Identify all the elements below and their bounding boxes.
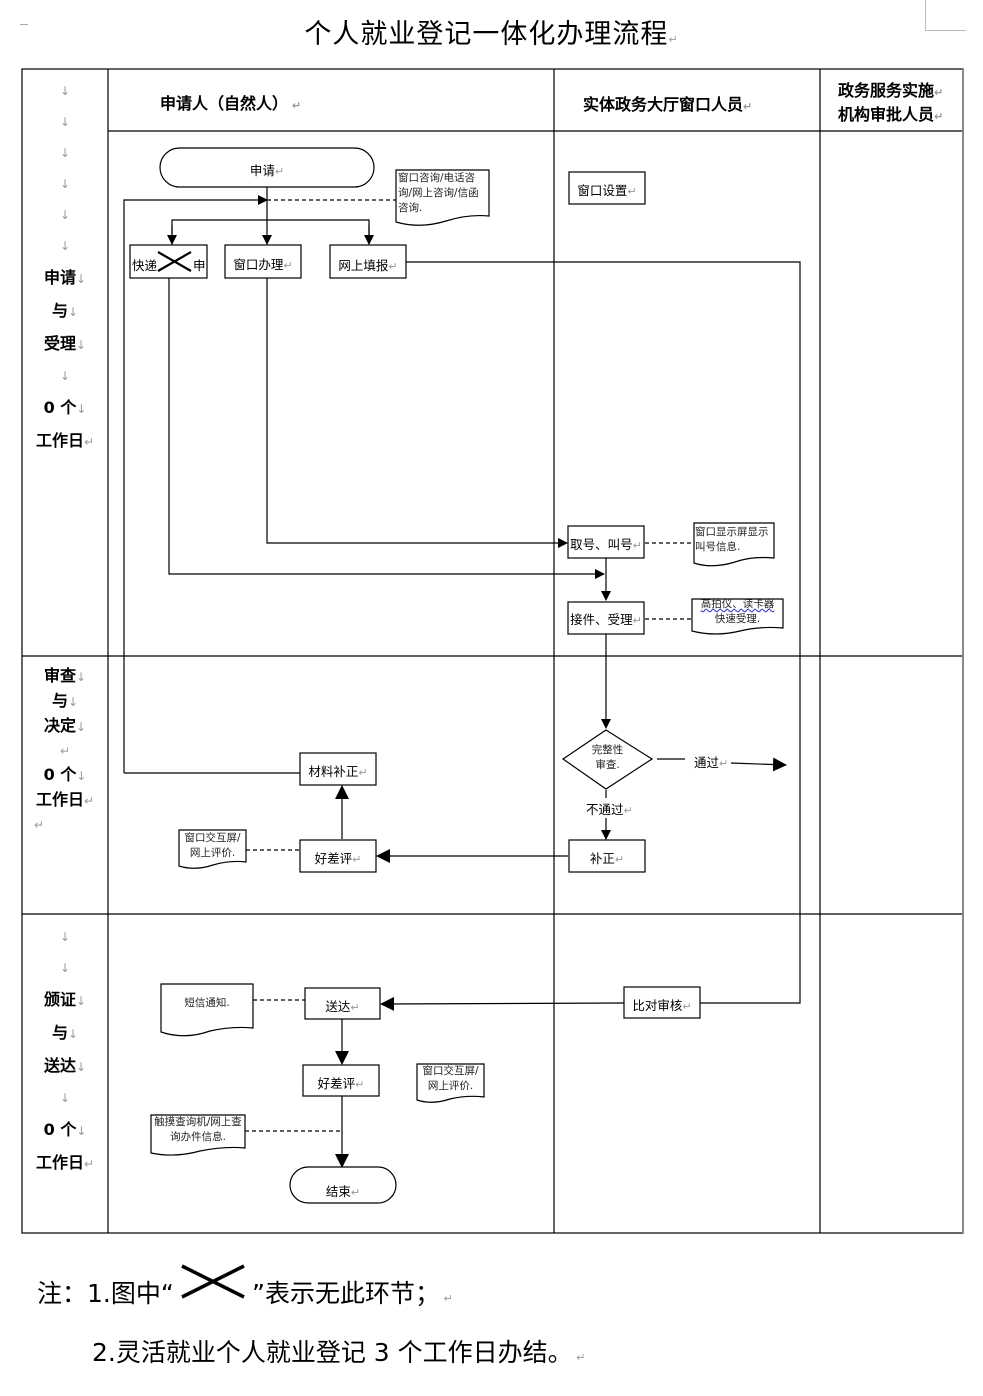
consult-doc-shape (395, 169, 490, 226)
display-doc-shape (693, 522, 775, 567)
sms-doc-label: 短信通知. (184, 997, 230, 1009)
column-header-applicant: 申请人（自然人） ↵ (160, 94, 302, 113)
window-setup-box (568, 171, 646, 205)
scanner-doc-shape (691, 598, 784, 635)
connector-compare-to-deliver (380, 996, 625, 1011)
window-handle-box (224, 244, 302, 279)
rating1-box (299, 839, 377, 873)
window-setup-label: 窗口设置↵ (577, 183, 637, 198)
margin-mark (20, 24, 28, 25)
query-doc-label: 触摸查询机/网上查询办件信息. (154, 1116, 242, 1143)
apply-label: 申请↵ (249, 163, 285, 178)
pass-label: 通过↵ (694, 755, 729, 770)
express-box (129, 244, 208, 279)
connector-pass-b (730, 757, 787, 772)
table-border (21, 68, 964, 1234)
receive-box (567, 601, 645, 635)
swimlane-grid (21, 68, 964, 1234)
rating-doc2-shape (416, 1063, 485, 1103)
express-label-right: 申 (193, 258, 206, 273)
rating2-label: 好差评↵ (317, 1076, 365, 1091)
compare-review-box (623, 986, 701, 1019)
take-number-label: 取号、叫号↵ (570, 537, 642, 552)
end-terminal (289, 1166, 397, 1204)
apply-terminal (159, 147, 375, 188)
note-1-suffix: ”表示无此环节； ↵ (252, 1279, 453, 1308)
connector-correction-loop (123, 195, 268, 773)
query-doc-shape (150, 1114, 246, 1156)
note-1-prefix: 注：1.图中“ (37, 1279, 174, 1308)
title-text: 个人就业登记一体化办理流程 (304, 19, 669, 50)
note-2: 2.灵活就业个人就业登记 3 个工作日办结。 ↵ (92, 1338, 586, 1367)
online-fill-label: 网上填报↵ (338, 258, 398, 273)
connector-express-to-receive (168, 278, 605, 579)
material-correction-box (299, 752, 377, 786)
scanner-doc-label: 高拍仪、读卡器快速受理. (700, 598, 775, 625)
rating2-box (302, 1064, 380, 1097)
take-number-box (567, 525, 645, 559)
rating-doc2-label: 窗口交互屏/网上评价. (422, 1065, 479, 1092)
deliver-label: 送达↵ (325, 999, 360, 1014)
correction-label: 补正↵ (589, 851, 625, 866)
rating1-label: 好差评↵ (314, 851, 362, 866)
completeness-diamond (561, 729, 654, 790)
online-fill-box (329, 244, 407, 279)
column-header-approver: 政务服务实施↵ 机构审批人员↵ (838, 81, 944, 124)
stage-applying-accepting: ↓↓↓ ↓↓↓ 申请↓ 与↓ 受理↓ ↓ 0 个↓ 工作日↵ (35, 84, 95, 450)
rating-doc1-label: 窗口交互屏/网上评价. (184, 832, 241, 859)
material-correction-label: 材料补正↵ (308, 764, 368, 779)
connector-window-to-number (266, 278, 568, 548)
page-corner-mark (925, 0, 966, 31)
connector-branch (171, 219, 370, 244)
paragraph-mark: ↵ (668, 33, 679, 46)
stage-issue-delivery: ↓↓ 颁证↓ 与↓ 送达↓ ↓ 0 个↓ 工作日↵ (35, 930, 95, 1172)
display-doc-label: 窗口显示屏显示叫号信息. (695, 526, 769, 553)
end-label: 结束↵ (325, 1184, 361, 1199)
note-x-icon (181, 1264, 245, 1299)
rating-doc1-shape (178, 829, 247, 869)
sms-doc-shape (160, 983, 254, 1037)
window-handle-label: 窗口办理↵ (233, 257, 293, 272)
express-label: 快递 (132, 258, 158, 273)
no-step-x-icon (157, 251, 192, 272)
completeness-label: 完整性审查. (591, 744, 624, 771)
stage-review-decision: 审查↓ 与↓ 决定↓ ↵ 0 个↓ 工作日↵ ↵ (34, 666, 95, 832)
column-header-window-staff: 实体政务大厅窗口人员↵ (583, 95, 753, 114)
compare-review-label: 比对审核↵ (632, 998, 692, 1013)
connectors (123, 187, 801, 1168)
consult-doc-label: 窗口咨询/电话咨询/网上咨询/信函咨询. (398, 172, 479, 214)
deliver-box (304, 987, 381, 1020)
page-title: 个人就业登记一体化办理流程↵ (0, 12, 983, 51)
fail-label: 不通过↵ (586, 799, 633, 818)
receive-label: 接件、受理↵ (570, 612, 642, 627)
correction-box (568, 839, 646, 873)
connector-online-to-compare (406, 261, 801, 1004)
